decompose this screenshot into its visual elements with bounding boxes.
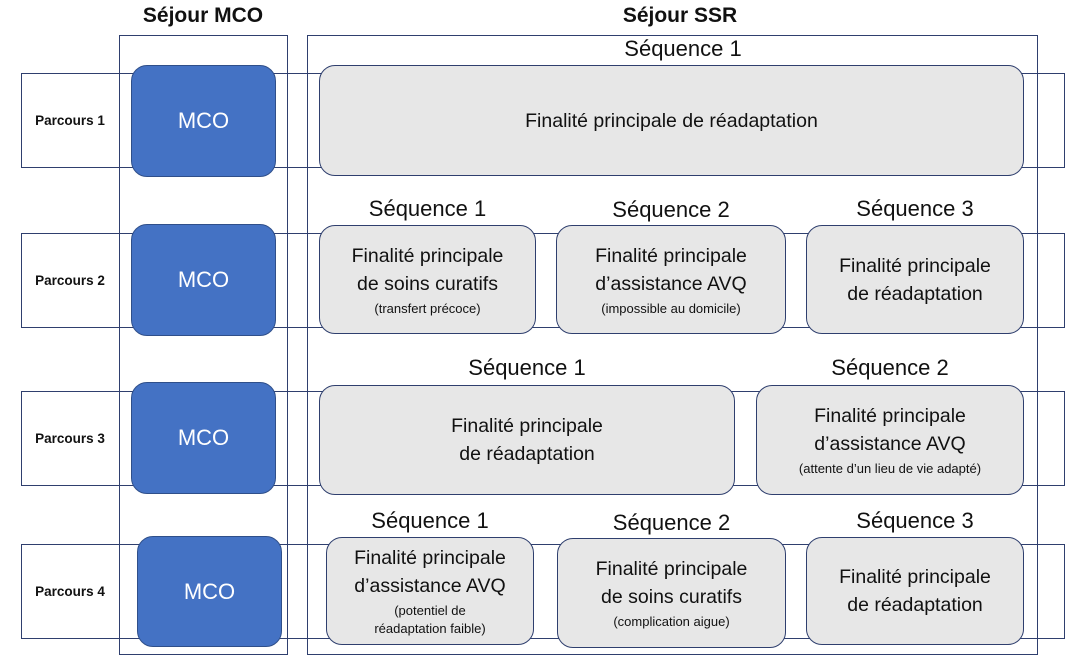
ssr-stay-title: Séjour SSR bbox=[622, 4, 738, 27]
ssr-stay-frame bbox=[307, 35, 1038, 655]
finalite-box: Finalité principale de réadaptation bbox=[319, 65, 1024, 176]
finalite-box: Finalité principale de réadaptation bbox=[806, 537, 1024, 645]
sequence-label: Séquence 2 bbox=[612, 510, 731, 535]
finalite-box: Finalité principale d’assistance AVQ (pote… bbox=[326, 537, 534, 645]
mco-box-1: MCO bbox=[131, 65, 276, 177]
finalite-main-text: de soins curatifs bbox=[357, 272, 498, 295]
sequence-label: Séquence 3 bbox=[856, 196, 974, 221]
parcours-label-4: Parcours 4 bbox=[35, 584, 105, 599]
finalite-main-text: Finalité principale de réadaptation bbox=[525, 109, 818, 132]
parcours-label-2: Parcours 2 bbox=[35, 273, 105, 288]
sequence-label: Séquence 1 bbox=[371, 508, 489, 533]
finalite-main-text: de soins curatifs bbox=[601, 586, 742, 608]
finalite-detail-text: réadaptation faible) bbox=[374, 621, 486, 636]
sequence-label: Séquence 2 bbox=[612, 197, 730, 222]
finalite-main-text: Finalité principale bbox=[451, 415, 603, 437]
finalite-main-text: d’assistance AVQ bbox=[814, 433, 966, 455]
finalite-box: Finalité principale de réadaptation bbox=[806, 225, 1024, 334]
parcours-label-3: Parcours 3 bbox=[35, 431, 105, 446]
finalite-main-text: de réadaptation bbox=[847, 282, 983, 305]
finalite-main-text: d’assistance AVQ bbox=[354, 575, 506, 597]
finalite-box: Finalité principale de soins curatifs (tra… bbox=[319, 225, 536, 334]
mco-stay-frame bbox=[119, 35, 288, 655]
finalite-box: Finalité principale d’assistance AVQ (atte… bbox=[756, 385, 1024, 495]
finalite-main-text: de réadaptation bbox=[459, 443, 595, 465]
sequence-label: Séquence 3 bbox=[856, 508, 974, 533]
mco-box-2: MCO bbox=[131, 224, 276, 336]
finalite-main-text: Finalité principale bbox=[354, 547, 506, 569]
sequence-label: Séquence 1 bbox=[368, 196, 487, 221]
finalite-box: Finalité principale de réadaptation bbox=[319, 385, 735, 495]
finalite-main-text: Finalité principale bbox=[839, 566, 991, 588]
sequence-label: Séquence 1 bbox=[624, 36, 742, 61]
sequence-label: Séquence 2 bbox=[831, 355, 949, 380]
sequence-label: Séquence 1 bbox=[468, 355, 586, 380]
finalite-box: Finalité principale de soins curatifs (com… bbox=[557, 538, 786, 648]
finalite-detail-text: (impossible au domicile) bbox=[601, 300, 741, 316]
finalite-detail-text: (complication aigue) bbox=[613, 614, 730, 629]
mco-box-3: MCO bbox=[131, 382, 276, 494]
finalite-detail-text: (potentiel de bbox=[394, 603, 466, 618]
mco-box-4: MCO bbox=[137, 536, 282, 647]
finalite-detail-text: (attente d’un lieu de vie adapté) bbox=[798, 461, 982, 476]
finalite-main-text: de réadaptation bbox=[847, 594, 983, 616]
finalite-main-text: Finalité principale bbox=[595, 558, 748, 580]
finalite-main-text: Finalité principale bbox=[814, 405, 966, 427]
mco-stay-title: Séjour MCO bbox=[142, 4, 264, 27]
finalite-main-text: Finalité principale bbox=[595, 244, 747, 267]
finalite-main-text: d’assistance AVQ bbox=[595, 272, 747, 295]
finalite-main-text: Finalité principale bbox=[839, 254, 991, 277]
finalite-box: Finalité principale d’assistance AVQ (impo… bbox=[556, 225, 786, 334]
parcours-label-1: Parcours 1 bbox=[35, 113, 105, 128]
finalite-main-text: Finalité principale bbox=[351, 244, 504, 267]
finalite-detail-text: (transfert précoce) bbox=[374, 300, 481, 316]
